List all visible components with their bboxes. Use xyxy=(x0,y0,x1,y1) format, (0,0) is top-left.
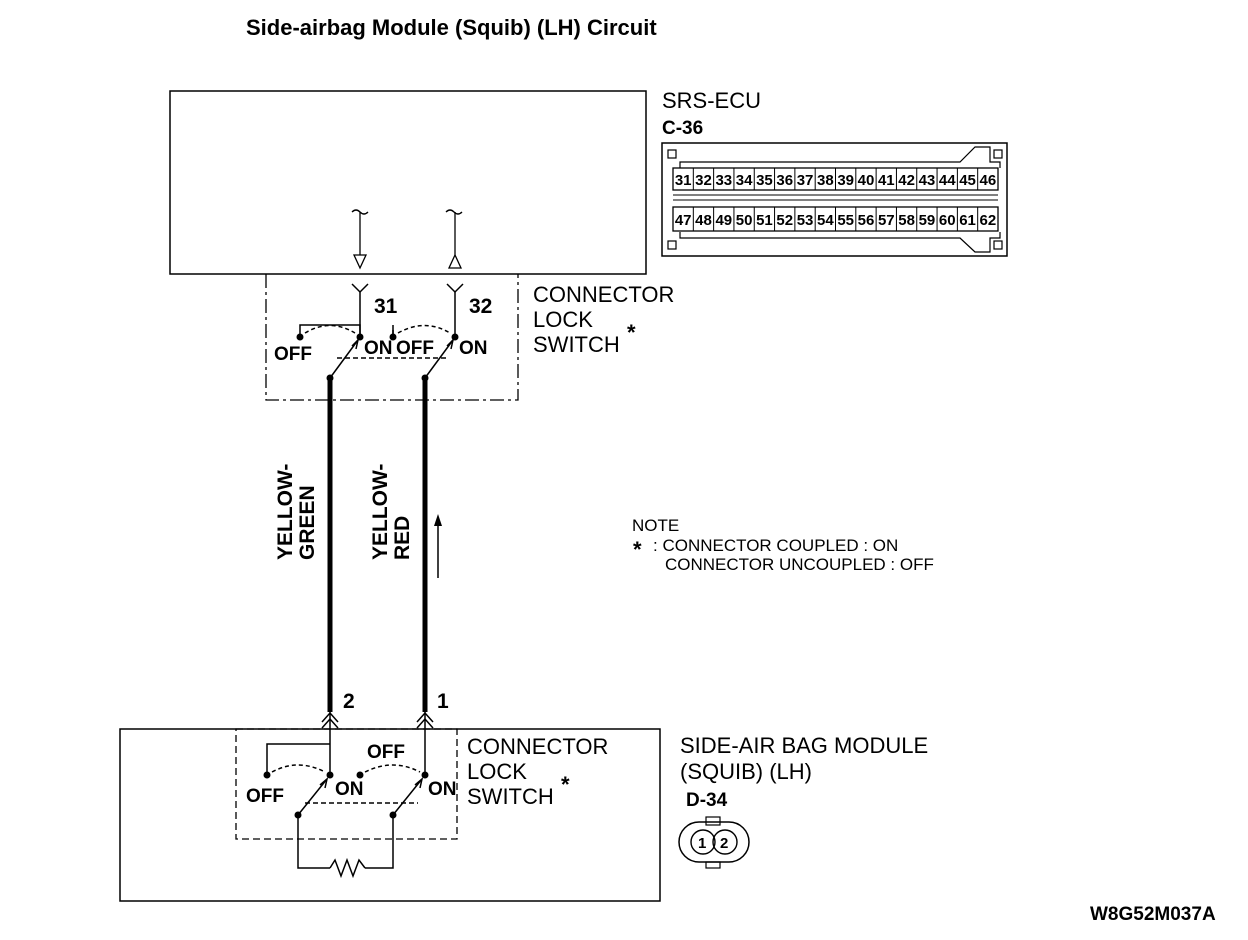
c36-pin-39: 39 xyxy=(837,172,854,189)
c36-pin-53: 53 xyxy=(797,212,814,229)
c36-pin-56: 56 xyxy=(858,212,875,229)
c36-pin-41: 41 xyxy=(878,172,895,189)
c36-pin-59: 59 xyxy=(919,212,936,229)
upper-switch-asterisk: * xyxy=(627,320,636,345)
ecu-connector-code: C-36 xyxy=(662,118,703,139)
lower-pin-1-label: 1 xyxy=(437,690,449,713)
c36-pin-47: 47 xyxy=(675,212,692,229)
c36-pin-58: 58 xyxy=(898,212,915,229)
c36-pin-61: 61 xyxy=(959,212,976,229)
c36-pin-34: 34 xyxy=(736,172,753,189)
lower-connector-pin-2 xyxy=(321,711,339,729)
note-asterisk: * xyxy=(633,537,642,562)
c36-pin-45: 45 xyxy=(959,172,976,189)
svg-text:YELLOW-: YELLOW- xyxy=(369,464,392,560)
c36-pin-62: 62 xyxy=(980,212,997,229)
module-connector-code: D-34 xyxy=(686,790,728,811)
c36-pin-37: 37 xyxy=(797,172,814,189)
d34-pin-2: 2 xyxy=(720,835,728,852)
lower-switch-terminals xyxy=(263,771,429,819)
note-line-1: : CONNECTOR COUPLED : ON xyxy=(653,536,898,555)
lower-connector-pin-1 xyxy=(416,711,434,729)
c36-pin-35: 35 xyxy=(756,172,773,189)
svg-text:YELLOW-: YELLOW- xyxy=(274,464,297,560)
c36-pin-55: 55 xyxy=(837,212,854,229)
upper-pin-32-label: 32 xyxy=(469,295,492,318)
lower-switch-label-3: SWITCH xyxy=(467,784,554,809)
current-flow-arrow xyxy=(434,514,442,578)
c36-pin-36: 36 xyxy=(776,172,793,189)
diagram-title: Side-airbag Module (Squib) (LH) Circuit xyxy=(246,15,657,40)
upper-switch-label-1: CONNECTOR xyxy=(533,282,674,307)
ecu-terminal-31 xyxy=(351,209,369,270)
c36-pin-40: 40 xyxy=(858,172,875,189)
lower-switch-outline xyxy=(235,728,458,840)
c36-pin-51: 51 xyxy=(756,212,773,229)
lower-off-label-right: OFF xyxy=(367,742,405,763)
module-name-line-1: SIDE-AIR BAG MODULE xyxy=(680,733,928,758)
lower-switch-label-1: CONNECTOR xyxy=(467,734,608,759)
c36-pin-31: 31 xyxy=(675,172,692,189)
c36-pin-57: 57 xyxy=(878,212,895,229)
upper-switch-outline xyxy=(265,274,519,401)
lower-switch-contacts xyxy=(266,743,424,879)
lower-off-label-left: OFF xyxy=(246,786,284,807)
c36-pin-49: 49 xyxy=(715,212,732,229)
upper-switch-label-2: LOCK xyxy=(533,307,593,332)
svg-text:GREEN: GREEN xyxy=(296,485,319,560)
c36-pin-48: 48 xyxy=(695,212,712,229)
ecu-terminal-32 xyxy=(445,209,463,269)
lower-on-label-left: ON xyxy=(335,779,364,800)
c36-pin-38: 38 xyxy=(817,172,834,189)
upper-switch-contacts xyxy=(299,324,455,379)
c36-pin-42: 42 xyxy=(898,172,915,189)
lower-on-label-right: ON xyxy=(428,779,457,800)
upper-on-label-left: ON xyxy=(364,338,393,359)
lower-switch-asterisk: * xyxy=(561,772,570,797)
upper-pin-31-label: 31 xyxy=(374,295,398,318)
figure-code: W8G52M037A xyxy=(1090,904,1216,925)
upper-off-label-left: OFF xyxy=(274,344,312,365)
srs-ecu-box xyxy=(169,90,647,275)
upper-switch-label-3: SWITCH xyxy=(533,332,620,357)
lower-pin-2-label: 2 xyxy=(343,690,355,713)
c36-pin-44: 44 xyxy=(939,172,956,189)
c36-pin-43: 43 xyxy=(919,172,936,189)
c36-pin-46: 46 xyxy=(980,172,997,189)
c36-pin-50: 50 xyxy=(736,212,753,229)
c36-pin-33: 33 xyxy=(715,172,732,189)
upper-connector-pin-32 xyxy=(446,283,464,337)
c36-pin-32: 32 xyxy=(695,172,712,189)
c36-pin-52: 52 xyxy=(776,212,793,229)
squib-resistor xyxy=(329,857,366,879)
svg-text:RED: RED xyxy=(391,516,414,560)
upper-on-label-right: ON xyxy=(459,338,488,359)
upper-off-label-right: OFF xyxy=(396,338,434,359)
note-line-2: CONNECTOR UNCOUPLED : OFF xyxy=(665,555,934,574)
c36-pin-54: 54 xyxy=(817,212,834,229)
wire-label-yellow-green: YELLOW- GREEN xyxy=(274,464,319,560)
d34-pin-1: 1 xyxy=(698,835,706,852)
note-heading: NOTE xyxy=(632,516,679,535)
lower-switch-label-2: LOCK xyxy=(467,759,527,784)
d34-connector-face: 1 2 xyxy=(678,816,750,869)
wire-label-yellow-red: YELLOW- RED xyxy=(369,464,414,560)
module-name-line-2: (SQUIB) (LH) xyxy=(680,759,812,784)
ecu-name: SRS-ECU xyxy=(662,88,761,113)
c36-pin-60: 60 xyxy=(939,212,956,229)
